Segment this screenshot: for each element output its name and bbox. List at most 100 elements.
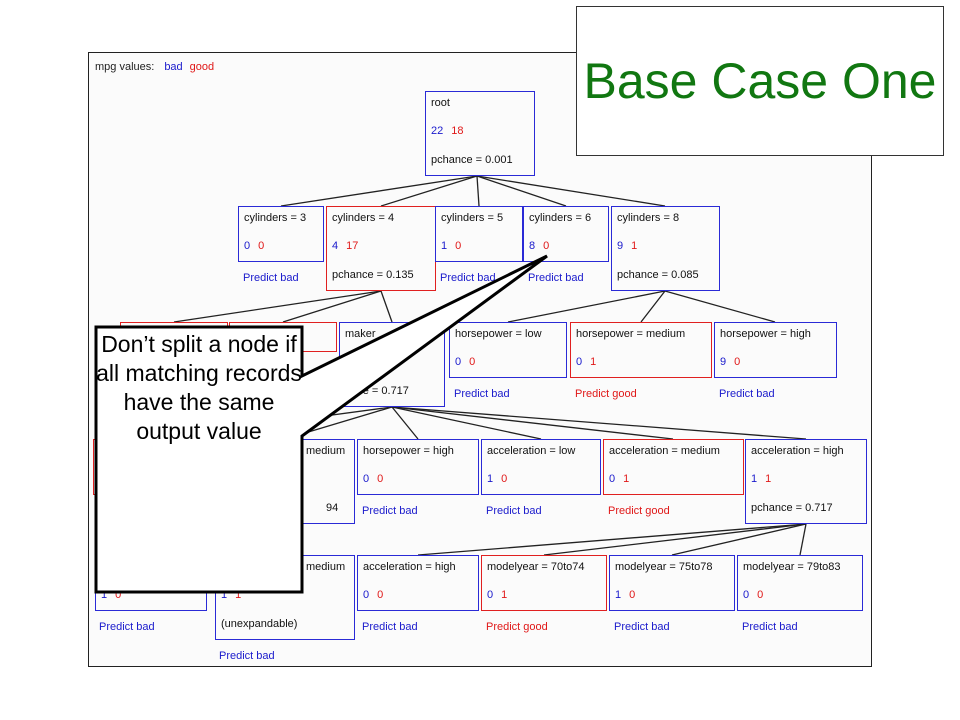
node-label: horsepower = low bbox=[455, 328, 542, 340]
tree-edge bbox=[671, 523, 807, 556]
node-label: cylinders = 8 bbox=[617, 212, 680, 224]
count-bad: 4 bbox=[332, 240, 339, 252]
count-bad: 1 bbox=[441, 240, 448, 252]
tree-edge bbox=[391, 406, 674, 440]
tree-edge bbox=[391, 406, 807, 440]
tree-edge bbox=[664, 290, 776, 323]
callout-bubble bbox=[94, 254, 548, 594]
tree-edge bbox=[282, 290, 382, 323]
predict-label: Predict bad bbox=[742, 621, 798, 633]
count-good: 1 bbox=[501, 589, 508, 601]
tree-edge bbox=[799, 523, 807, 556]
tree-edge bbox=[391, 406, 419, 440]
count-good: 0 bbox=[455, 240, 462, 252]
node-label: acceleration = high bbox=[363, 561, 456, 573]
count-good: 1 bbox=[631, 240, 638, 252]
node-counts: 22 18 bbox=[431, 125, 464, 137]
tree-edge bbox=[476, 175, 480, 207]
legend-label: mpg values: bbox=[95, 61, 155, 73]
count-bad: 1 bbox=[221, 589, 228, 601]
count-bad: 0 bbox=[363, 473, 370, 485]
predict-label: Predict good bbox=[608, 505, 670, 517]
node-label: acceleration = low bbox=[487, 445, 576, 457]
count-good: 1 bbox=[623, 473, 630, 485]
node-label: horsepower = high bbox=[363, 445, 454, 457]
count-bad: 22 bbox=[431, 125, 444, 137]
node-label: modelyear = 79to83 bbox=[743, 561, 841, 573]
tree-edge bbox=[476, 175, 567, 207]
tree-edge bbox=[476, 175, 666, 207]
tree-edge bbox=[280, 175, 478, 207]
count-good: 18 bbox=[451, 125, 464, 137]
predict-label: Predict bad bbox=[219, 650, 275, 662]
slide-title-box: Base Case One bbox=[576, 6, 944, 156]
count-good: 0 bbox=[501, 473, 508, 485]
tree-edge bbox=[380, 175, 478, 207]
node-label: acceleration = high bbox=[751, 445, 844, 457]
node-label: medium bbox=[306, 561, 346, 573]
count-bad: 9 bbox=[720, 356, 727, 368]
predict-label: Predict bad bbox=[614, 621, 670, 633]
legend-good: good bbox=[189, 61, 215, 73]
count-good: 0 bbox=[258, 240, 265, 252]
node-pchance: pchance = 0.085 bbox=[617, 269, 699, 281]
node-label: horsepower = medium bbox=[576, 328, 686, 340]
node-label: horsepower = high bbox=[720, 328, 811, 340]
node-label: modelyear = 70to74 bbox=[487, 561, 585, 573]
predict-label: Predict bad bbox=[454, 388, 510, 400]
count-good: 1 bbox=[765, 473, 772, 485]
node-pchance: 94 bbox=[326, 502, 339, 514]
node-pchance: pchance = 0.135 bbox=[332, 269, 414, 281]
count-good: 1 bbox=[590, 356, 597, 368]
slide-title: Base Case One bbox=[583, 53, 937, 109]
count-good: 0 bbox=[469, 356, 476, 368]
node-pchance: pchance = 0.717 bbox=[751, 502, 833, 514]
node-root[interactable]: root 22 18 pchance = 0.001 bbox=[425, 91, 535, 176]
predict-label: Predict bad bbox=[362, 505, 418, 517]
predict-label: Predict bad bbox=[362, 621, 418, 633]
node-label: root bbox=[431, 97, 450, 109]
node-label: modelyear = 75to78 bbox=[615, 561, 713, 573]
tree-edge bbox=[543, 523, 807, 556]
node-pchance: pchance = 0.001 bbox=[431, 154, 513, 166]
count-bad: 0 bbox=[455, 356, 462, 368]
count-bad: 0 bbox=[609, 473, 616, 485]
predict-label: Predict bad bbox=[243, 272, 299, 284]
callout-text: Don’t split a node if all matching recor… bbox=[96, 331, 302, 444]
count-bad: 0 bbox=[244, 240, 251, 252]
predict-label: Predict bad bbox=[486, 505, 542, 517]
count-good: 0 bbox=[543, 240, 550, 252]
node-label: cylinders = 5 bbox=[441, 212, 504, 224]
tree-edge bbox=[391, 406, 542, 440]
